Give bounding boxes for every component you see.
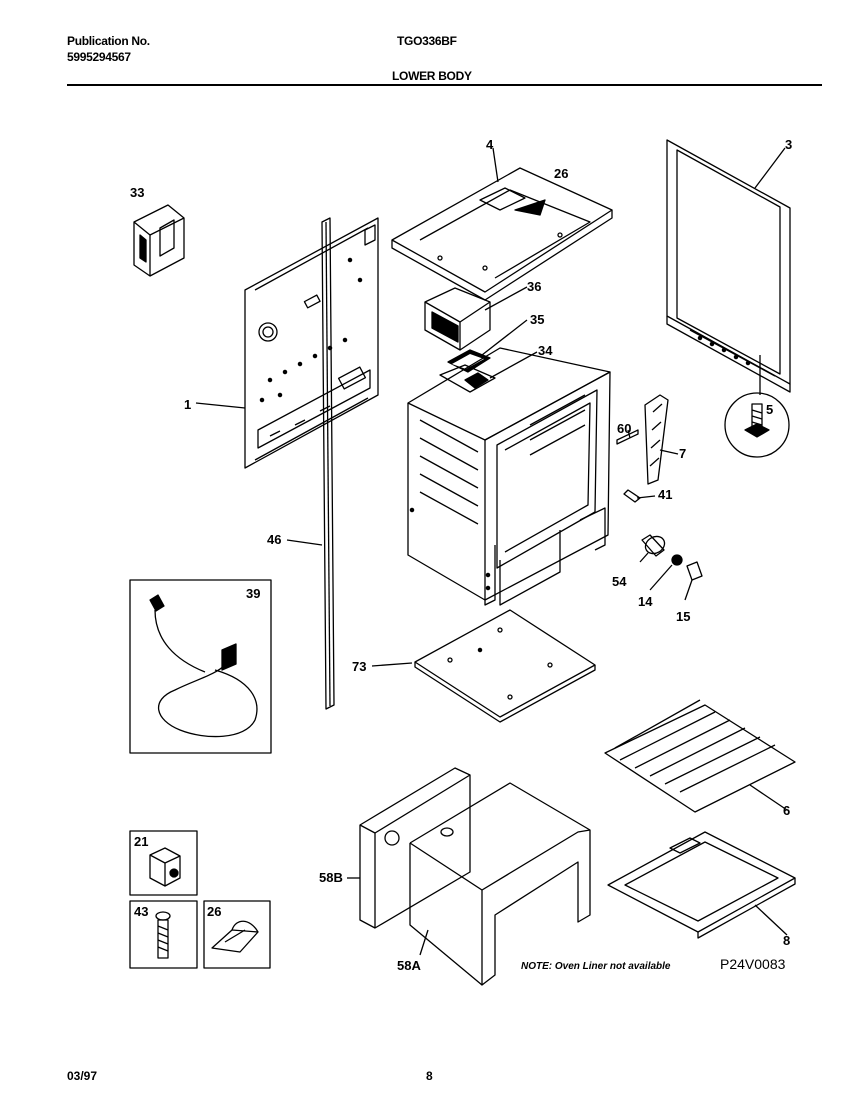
part-6-oven-rack bbox=[604, 699, 796, 813]
label-part-58a: 58A bbox=[397, 958, 421, 973]
part-3-side-panel bbox=[666, 139, 791, 395]
footer-date: 03/97 bbox=[67, 1069, 98, 1083]
section-title: LOWER BODY bbox=[392, 69, 472, 83]
label-part-60: 60 bbox=[617, 421, 631, 436]
label-part-43: 43 bbox=[134, 904, 148, 919]
label-part-41: 41 bbox=[658, 487, 672, 502]
part-4-top-panel bbox=[391, 147, 613, 301]
label-part-5: 5 bbox=[766, 402, 773, 417]
label-part-26-top: 26 bbox=[554, 166, 568, 181]
part-46-trim-strip bbox=[286, 217, 335, 710]
publication-label: Publication No. bbox=[67, 34, 150, 48]
part-8-broiler-pan bbox=[607, 831, 796, 939]
label-part-34: 34 bbox=[538, 343, 553, 358]
label-part-58b: 58B bbox=[319, 870, 343, 885]
part-15-knob-cap bbox=[684, 561, 703, 601]
part-1-back-panel bbox=[195, 217, 379, 469]
label-part-36: 36 bbox=[527, 279, 541, 294]
header-rule bbox=[67, 84, 822, 86]
part-58b-side-insulation bbox=[347, 767, 471, 929]
oven-liner-note: NOTE: Oven Liner not available bbox=[521, 961, 671, 972]
part-73-oven-bottom bbox=[371, 609, 596, 723]
footer-page-number: 8 bbox=[426, 1069, 433, 1083]
label-part-1: 1 bbox=[184, 397, 191, 412]
label-part-15: 15 bbox=[676, 609, 690, 624]
label-part-46: 46 bbox=[267, 532, 281, 547]
oven-body-frame bbox=[407, 347, 611, 606]
publication-number: 5995294567 bbox=[67, 50, 131, 64]
drawing-code: P24V0083 bbox=[720, 956, 786, 972]
part-5-leveling-leg bbox=[724, 392, 790, 458]
part-41-screw bbox=[623, 489, 656, 503]
label-part-35: 35 bbox=[530, 312, 544, 327]
label-part-8: 8 bbox=[783, 933, 790, 948]
part-7-valve-handle bbox=[644, 394, 679, 485]
part-58a-wrap-insulation bbox=[409, 782, 591, 986]
part-26-bracket bbox=[203, 900, 271, 969]
label-part-73: 73 bbox=[352, 659, 366, 674]
label-part-7: 7 bbox=[679, 446, 686, 461]
label-part-54: 54 bbox=[612, 574, 627, 589]
part-21-clip bbox=[129, 830, 198, 896]
label-part-4: 4 bbox=[486, 137, 494, 152]
part-34-burner-part bbox=[439, 351, 538, 393]
label-part-21: 21 bbox=[134, 834, 148, 849]
part-35-bracket bbox=[447, 319, 528, 373]
model-number: TGO336BF bbox=[397, 34, 457, 48]
part-14-washer bbox=[649, 554, 683, 591]
part-33-terminal-block bbox=[133, 204, 185, 277]
label-part-33: 33 bbox=[130, 185, 144, 200]
label-part-3: 3 bbox=[785, 137, 792, 152]
label-part-14: 14 bbox=[638, 594, 653, 609]
part-39-power-cord bbox=[129, 579, 272, 754]
label-part-6: 6 bbox=[783, 803, 790, 818]
label-part-39: 39 bbox=[246, 586, 260, 601]
part-43-screw bbox=[129, 900, 198, 969]
label-part-26-box: 26 bbox=[207, 904, 221, 919]
part-36-flue-box bbox=[424, 286, 528, 351]
part-60-bracket bbox=[616, 429, 639, 445]
part-54-knob bbox=[639, 534, 666, 563]
